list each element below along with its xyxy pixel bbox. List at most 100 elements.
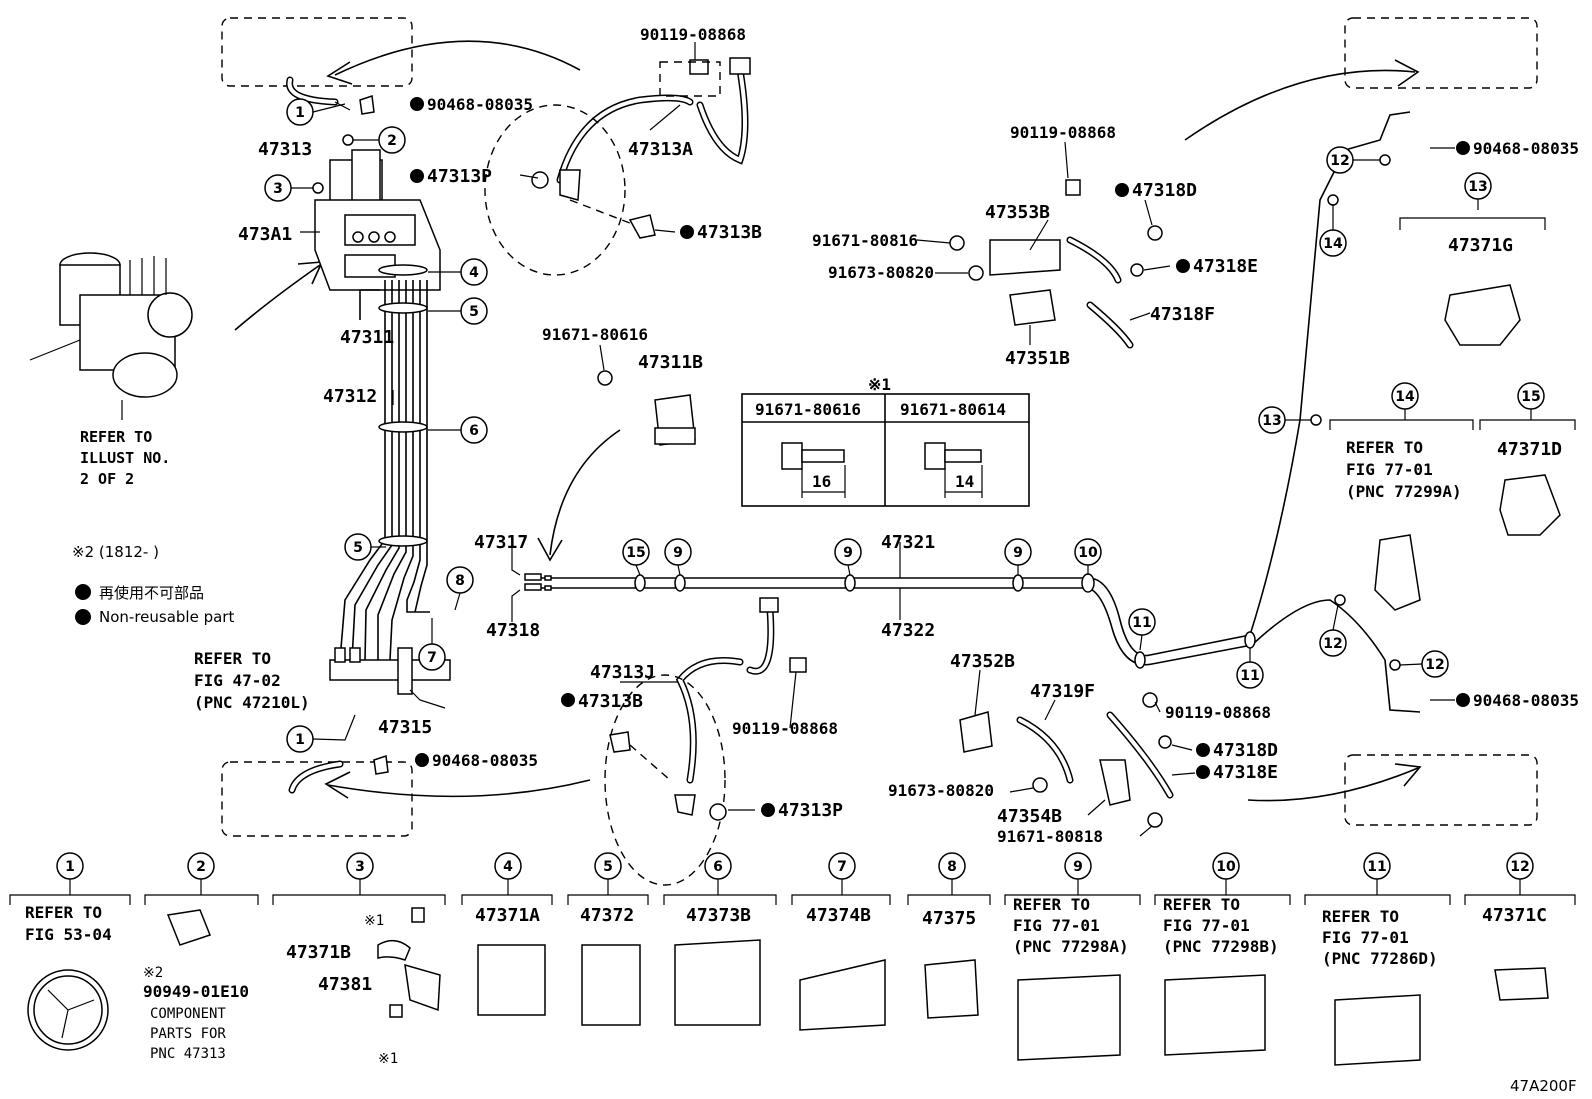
callout-1-top: 1	[295, 105, 305, 121]
label-47313b-bottom: 47313B	[578, 691, 643, 712]
label-91673-80820-bottom: 91673-80820	[888, 781, 994, 800]
bottom-10-line2: FIG 77-01	[1163, 916, 1250, 935]
callout-13-tube: 13	[1262, 413, 1281, 429]
bottom-callout-11: 11	[1367, 859, 1386, 875]
bolt-table-length-2: 14	[955, 472, 974, 491]
label-47351b: 47351B	[1005, 348, 1070, 369]
callout-9-b: 9	[843, 545, 853, 561]
bottom-row-sketches	[27, 907, 1549, 1066]
legend: ※2 (1812- ) 再使用不可部品 Non-reusable part	[72, 543, 234, 626]
callout-8: 8	[455, 573, 465, 589]
bottom-5-label: 47372	[580, 905, 634, 926]
callout-circles	[56, 98, 1545, 880]
flow-arrows	[234, 40, 1422, 802]
callout-numbers: 1 2 3 4 5 6 5 8 7 1 15 9 9 9 10 11 11 12…	[273, 105, 1541, 748]
bottom-2-note: ※2	[143, 965, 163, 981]
clip-47371g	[1444, 284, 1521, 346]
callout-11-b: 11	[1240, 668, 1259, 684]
callout-15-header: 15	[1521, 389, 1540, 405]
callout-14-tube: 14	[1323, 236, 1343, 252]
connection-box-bottom-left	[221, 761, 413, 837]
bottom-4-label: 47371A	[475, 905, 540, 926]
label-47321: 47321	[881, 532, 935, 553]
bottom-11-line3: (PNC 77286D)	[1322, 949, 1438, 968]
tube-bundle-47312	[339, 264, 430, 661]
refer-fig77a-line3: (PNC 77299A)	[1346, 482, 1462, 501]
bottom-2-sub2: PARTS FOR	[150, 1026, 226, 1042]
label-47354b: 47354B	[997, 806, 1062, 827]
label-91671-80818: 91671-80818	[997, 827, 1103, 846]
tube-bottom-left-end	[288, 754, 389, 794]
label-47311: 47311	[340, 327, 394, 348]
refer-fig47-line3: (PNC 47210L)	[194, 693, 310, 712]
label-47313: 47313	[258, 139, 312, 160]
connection-box-top-left	[221, 17, 413, 87]
bolt-table-text: ※1 91671-80616 91671-80614 16 14	[755, 375, 1006, 491]
label-90119-08868-top: 90119-08868	[640, 25, 746, 44]
label-47313b-top: 47313B	[697, 222, 762, 243]
bottom-11-line1: REFER TO	[1322, 907, 1399, 926]
bottom-9-line2: FIG 77-01	[1013, 916, 1100, 935]
label-90119-08868-upper-right: 90119-08868	[1010, 123, 1116, 142]
bolt-table	[741, 393, 1030, 507]
label-47319f: 47319F	[1030, 681, 1095, 702]
callout-12-mid: 12	[1323, 636, 1342, 652]
label-47318: 47318	[486, 620, 540, 641]
bottom-1-line2: FIG 53-04	[25, 925, 112, 944]
callout-5-mid: 5	[353, 540, 363, 556]
label-47318e-top: 47318E	[1193, 256, 1258, 277]
label-47318d-top: 47318D	[1132, 180, 1197, 201]
label-473a1: 473A1	[238, 224, 292, 245]
abs-unit-sketch	[29, 252, 193, 420]
bottom-6-label: 47373B	[686, 905, 751, 926]
bottom-2-sub3: PNC 47313	[150, 1046, 226, 1062]
bottom-callout-3: 3	[355, 859, 365, 875]
bottom-callout-2: 2	[196, 859, 206, 875]
bottom-callout-10: 10	[1216, 859, 1236, 875]
callout-13-header: 13	[1468, 179, 1487, 195]
callout-9-c: 9	[1013, 545, 1023, 561]
label-47311b: 47311B	[638, 352, 703, 373]
bottom-row-labels: REFER TO FIG 53-04 ※2 90949-01E10 COMPON…	[25, 895, 1547, 1067]
label-90119-08868-mid: 90119-08868	[732, 719, 838, 738]
label-91673-80820-top: 91673-80820	[828, 263, 934, 282]
refer-fig47-line1: REFER TO	[194, 649, 271, 668]
connection-box-bottom-right	[1344, 754, 1538, 826]
refer-illust-line3: 2 OF 2	[80, 470, 134, 488]
legend-note2: ※2 (1812- )	[72, 543, 159, 561]
bottom-callout-12: 12	[1510, 859, 1529, 875]
main-tubes-47321-47322	[524, 111, 1421, 713]
callout-12-right: 12	[1425, 657, 1444, 673]
tube-top-left-end	[286, 76, 375, 115]
label-47313j: 47313J	[590, 662, 655, 683]
label-47318d-bottom: 47318D	[1213, 740, 1278, 761]
bottom-12-label: 47371C	[1482, 905, 1547, 926]
label-47313p-top: 47313P	[427, 166, 492, 187]
reference-notes: REFER TO ILLUST NO. 2 OF 2 REFER TO FIG …	[80, 428, 1462, 712]
bottom-3-47381: 47381	[318, 974, 372, 995]
label-47318f: 47318F	[1150, 304, 1215, 325]
label-47371d: 47371D	[1497, 439, 1562, 460]
callout-12-top: 12	[1330, 153, 1349, 169]
label-90119-08868-lower-right: 90119-08868	[1165, 703, 1271, 722]
label-90468-08035-top-right: 90468-08035	[1473, 139, 1579, 158]
label-47312: 47312	[323, 386, 377, 407]
bottom-2-sub1: COMPONENT	[150, 1006, 226, 1022]
bottom-callout-7: 7	[837, 859, 847, 875]
bottom-9-line1: REFER TO	[1013, 895, 1090, 914]
bottom-callout-5: 5	[603, 859, 613, 875]
label-47371g: 47371G	[1448, 235, 1513, 256]
bottom-2-partno: 90949-01E10	[143, 982, 249, 1001]
bolt-table-mark: ※1	[868, 375, 891, 394]
label-91671-80616: 91671-80616	[542, 325, 648, 344]
bottom-callout-8: 8	[947, 859, 957, 875]
bottom-callout-numbers: 1 2 3 4 5 6 7 8 9 10 11 12	[65, 859, 1530, 875]
label-91671-80816: 91671-80816	[812, 231, 918, 250]
non-reusable-dots	[75, 97, 1470, 817]
label-47353b: 47353B	[985, 202, 1050, 223]
label-90468-08035-bottom-right: 90468-08035	[1473, 691, 1579, 710]
bracket-47311b	[597, 370, 696, 446]
callout-1-bottom: 1	[295, 732, 305, 748]
bottom-3-mark-bottom: ※1	[378, 1051, 398, 1067]
label-47313a: 47313A	[628, 139, 693, 160]
